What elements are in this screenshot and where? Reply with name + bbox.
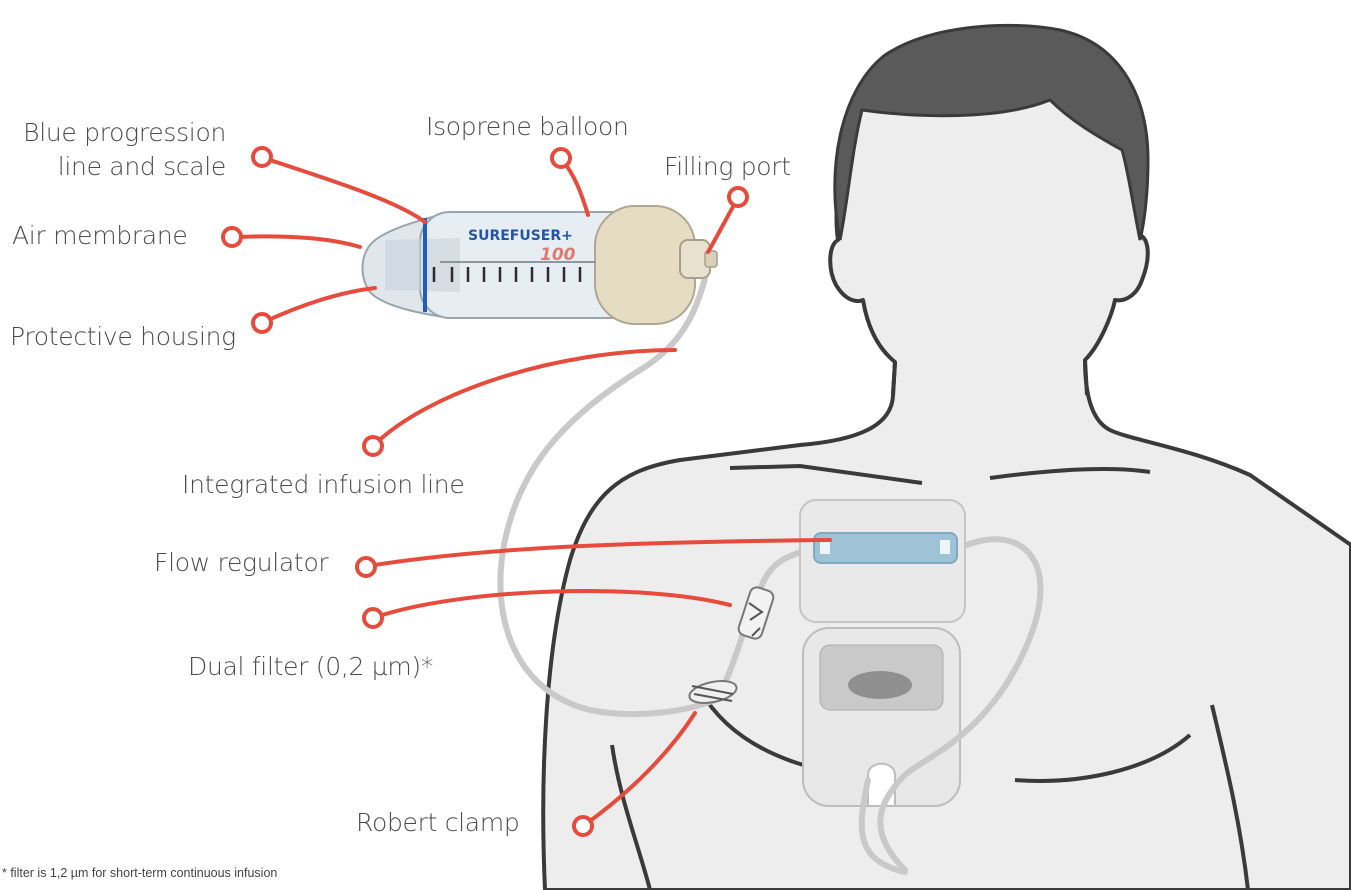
label-integrated-infusion-line: Integrated infusion line — [182, 470, 464, 500]
label-air-membrane: Air membrane — [12, 221, 187, 251]
dressing-slit — [868, 764, 895, 805]
pump-volume: 100 — [540, 245, 576, 265]
label-dual-filter: Dual filter (0,2 µm)* — [188, 652, 433, 682]
marker-air-membrane — [223, 228, 241, 246]
callout-line-integrated-line — [373, 350, 675, 446]
marker-blue-progression — [253, 148, 271, 166]
marker-robert-clamp — [574, 817, 592, 835]
label-protective-housing: Protective housing — [10, 322, 236, 352]
marker-protective-housing — [253, 314, 271, 332]
catheter-hub — [848, 671, 912, 699]
pump-brand: SUREFUSER+ — [468, 228, 573, 244]
marker-filling-port — [729, 188, 747, 206]
callout-line-air-membrane — [232, 236, 360, 247]
label-blue-progression-2: line and scale — [12, 152, 226, 182]
marker-dual-filter — [364, 609, 382, 627]
label-isoprene-balloon: Isoprene balloon — [426, 112, 629, 142]
callout-line-protective-housing — [262, 288, 375, 323]
marker-flow-regulator — [357, 558, 375, 576]
marker-integrated-line — [364, 437, 382, 455]
label-robert-clamp: Robert clamp — [356, 808, 519, 838]
label-flow-regulator: Flow regulator — [154, 548, 328, 578]
regulator-port-right — [940, 540, 950, 554]
label-blue-progression-1: Blue progression — [12, 118, 226, 148]
marker-isoprene — [552, 149, 570, 167]
callout-line-blue-progression — [270, 160, 425, 222]
regulator-port-left — [820, 540, 830, 554]
callout-line-isoprene — [562, 160, 588, 215]
label-filling-port: Filling port — [664, 152, 791, 182]
flow-regulator-device — [814, 533, 957, 563]
footnote: * filter is 1,2 µm for short-term contin… — [2, 866, 277, 880]
elastomeric-pump: SUREFUSER+ 100 — [363, 206, 718, 324]
